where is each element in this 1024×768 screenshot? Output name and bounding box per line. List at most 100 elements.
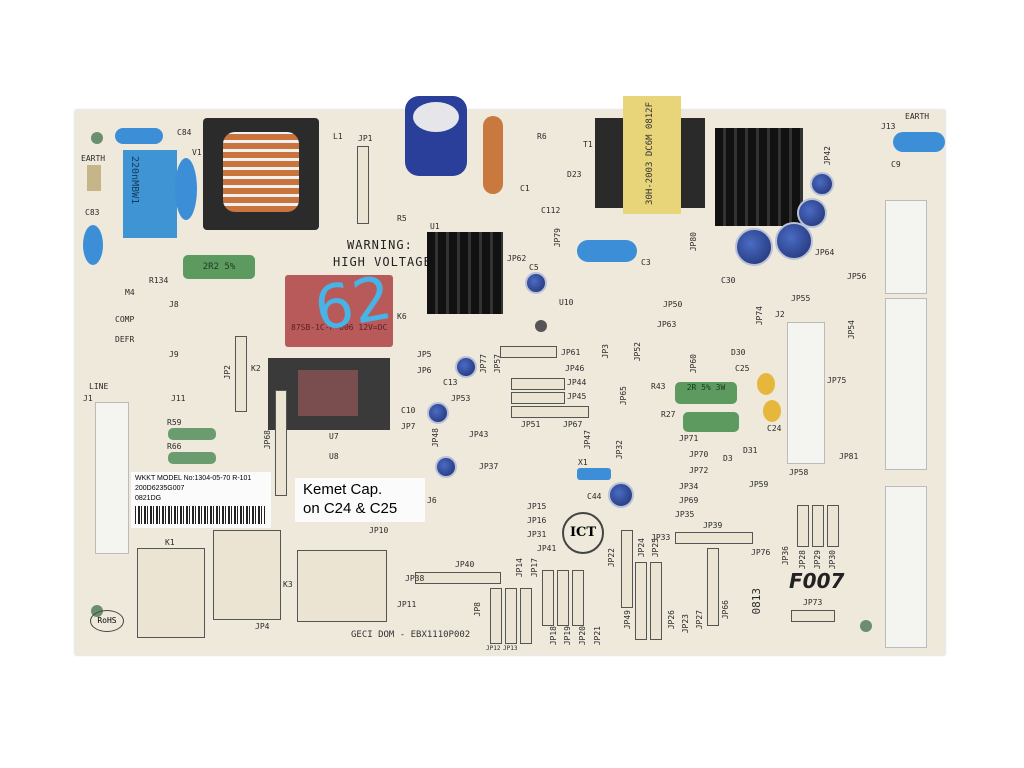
label-jp49: JP49 <box>623 610 632 630</box>
label-jp31: JP31 <box>527 530 547 539</box>
label-jp20: JP20 <box>578 626 587 646</box>
label-c1: C1 <box>520 184 530 193</box>
label-jp1: JP1 <box>358 134 373 143</box>
label-j11: J11 <box>171 394 186 403</box>
inductor-l1 <box>203 118 319 230</box>
electrolytic-capacitor <box>810 172 834 196</box>
capacitor-c25 <box>757 373 775 395</box>
barcode <box>135 506 265 524</box>
relay-label <box>298 370 358 416</box>
mounting-hole <box>91 132 103 144</box>
resistor-r66 <box>168 452 216 464</box>
label-jp13: JP13 <box>503 645 518 652</box>
electrolytic-capacitor <box>735 228 773 266</box>
label-v1: V1 <box>192 148 202 157</box>
label-jp12: JP12 <box>486 645 501 652</box>
label-x1: X1 <box>578 458 588 467</box>
label-c44: C44 <box>587 492 602 501</box>
label-c84: C84 <box>177 128 192 137</box>
label-k6: K6 <box>397 312 407 321</box>
connector-j13[interactable] <box>885 200 927 294</box>
kemet-sticker: Kemet Cap. on C24 & C25 <box>295 478 425 522</box>
label-k2: K2 <box>251 364 261 373</box>
label-jp32: JP32 <box>615 440 624 460</box>
resistor-r43: 2R 5% 3W <box>675 382 737 404</box>
label-jp5: JP5 <box>417 350 432 359</box>
label-c10: C10 <box>401 406 416 415</box>
earth-label-right: EARTH <box>905 112 930 121</box>
part-code: 200D6235G007 <box>135 485 185 492</box>
label-c30: C30 <box>721 276 736 285</box>
electrolytic-capacitor <box>797 198 827 228</box>
label-j6: J6 <box>427 496 437 505</box>
jumper-jp21 <box>572 570 584 626</box>
label-jp57: JP57 <box>493 354 502 374</box>
label-c25: C25 <box>735 364 750 373</box>
label-jp73: JP73 <box>803 598 823 607</box>
label-jp41: JP41 <box>537 544 557 553</box>
label-c9: C9 <box>891 160 901 169</box>
jumper-jp67 <box>511 406 589 418</box>
label-u7: U7 <box>329 432 339 441</box>
label-jp6: JP6 <box>417 366 432 375</box>
label-jp29: JP29 <box>813 550 822 570</box>
label-jp34: JP34 <box>679 482 699 491</box>
label-jp38: JP38 <box>405 574 425 583</box>
jumper-jp73 <box>791 610 835 622</box>
label-jp55: JP55 <box>791 294 811 303</box>
jumper-jp24 <box>635 562 647 640</box>
varistor <box>483 116 503 194</box>
connector-j1[interactable] <box>95 402 129 554</box>
label-jp25: JP25 <box>651 538 660 558</box>
label-jp18: JP18 <box>549 626 558 646</box>
label-jp74: JP74 <box>755 306 764 326</box>
jumper-jp39 <box>675 532 753 544</box>
label-jp44: JP44 <box>567 378 587 387</box>
circuit-board: 220nMBW1 EARTH 2R2 5% WARNING: HIGH VOLT… <box>75 96 945 655</box>
handwritten-number: 62 <box>309 275 393 346</box>
label-jp16: JP16 <box>527 516 547 525</box>
label-jp60: JP60 <box>689 354 698 374</box>
jumper-jp44 <box>511 378 565 390</box>
mounting-hole <box>860 620 872 632</box>
label-jp70: JP70 <box>689 450 709 459</box>
label-jp62: JP62 <box>507 254 527 263</box>
comp-label: COMP <box>115 315 135 324</box>
label-jp37: JP37 <box>479 462 499 471</box>
connector-j3[interactable] <box>885 298 927 470</box>
label-jp24: JP24 <box>637 538 646 558</box>
label-k3: K3 <box>283 580 293 589</box>
resistor-r134: 2R2 5% <box>183 255 255 279</box>
capacitor-c83 <box>83 225 103 265</box>
capacitor-c84 <box>115 128 163 144</box>
electrolytic-capacitor <box>775 222 813 260</box>
label-jp69: JP69 <box>679 496 699 505</box>
connector-j1-right[interactable] <box>885 486 927 648</box>
label-jp43: JP43 <box>469 430 489 439</box>
earth-terminal[interactable] <box>87 165 101 191</box>
label-jp22: JP22 <box>607 548 616 568</box>
jumper-jp45 <box>511 392 565 404</box>
label-r66: R66 <box>167 442 182 451</box>
crystal-x1 <box>577 468 611 480</box>
capacitor-c5 <box>525 272 547 294</box>
label-jp21: JP21 <box>593 626 602 646</box>
label-jp51: JP51 <box>521 420 541 429</box>
connector-j2[interactable] <box>787 322 825 464</box>
label-jp28: JP28 <box>798 550 807 570</box>
label-j13: J13 <box>881 122 896 131</box>
label-jp53: JP53 <box>451 394 471 403</box>
label-jp4: JP4 <box>255 622 270 631</box>
label-jp30: JP30 <box>828 550 837 570</box>
relay-k3-outline <box>297 550 387 622</box>
label-jp23: JP23 <box>681 614 690 634</box>
label-c24: C24 <box>767 424 782 433</box>
label-c5: C5 <box>529 263 539 272</box>
label-jp11: JP11 <box>397 600 417 609</box>
jumper-jp19 <box>542 570 554 626</box>
label-jp47: JP47 <box>583 430 592 450</box>
label-c112: C112 <box>541 206 561 215</box>
label-jp66: JP66 <box>721 600 730 620</box>
label-jp46: JP46 <box>565 364 585 373</box>
label-jp10: JP10 <box>369 526 389 535</box>
